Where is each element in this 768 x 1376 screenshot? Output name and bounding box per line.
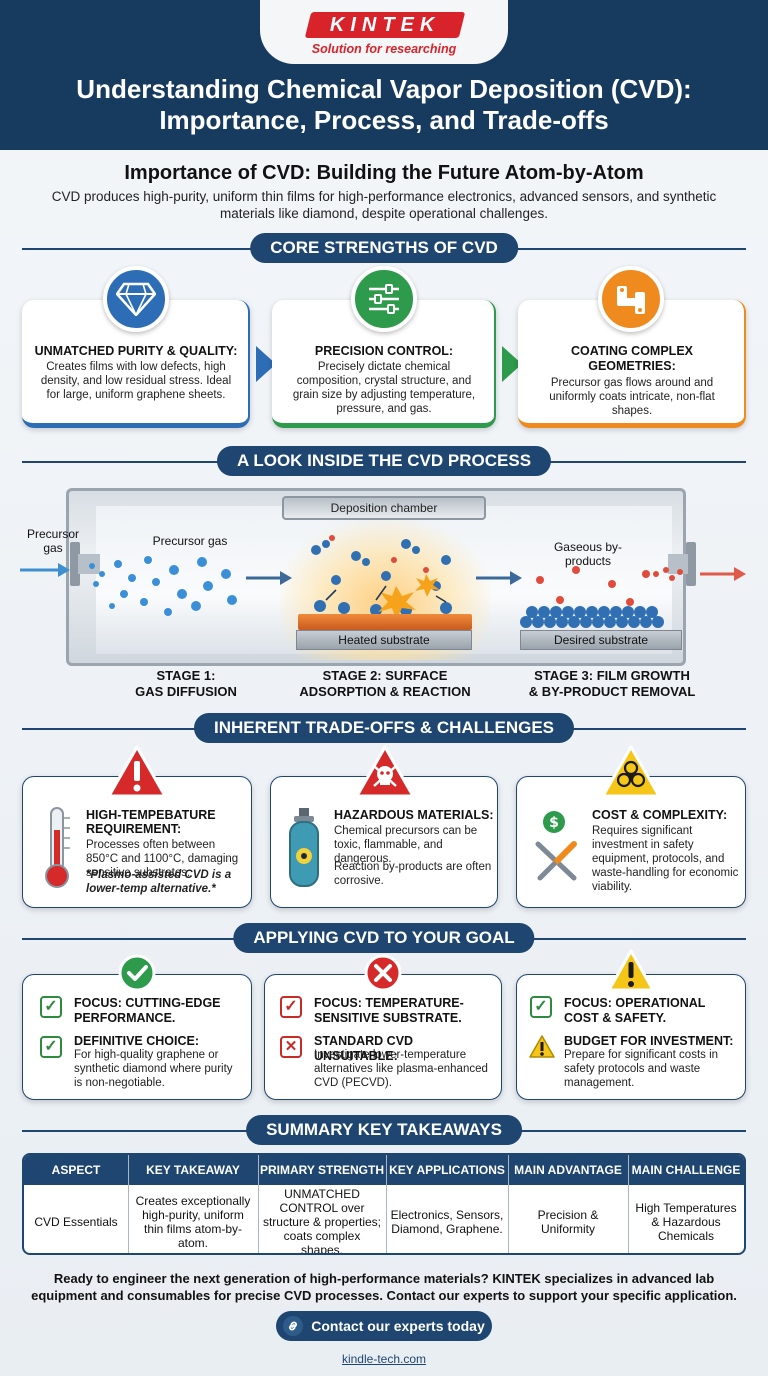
byproducts-label: Gaseous by-products	[553, 540, 623, 568]
heated-substrate: Heated substrate	[296, 630, 472, 650]
column-header: MAIN CHALLENGE	[631, 1163, 741, 1177]
thermometer-icon	[45, 807, 70, 888]
inlet-arrow	[20, 563, 70, 577]
check-circle-icon	[118, 954, 156, 992]
table-header	[24, 1155, 744, 1185]
strength-card-purity: UNMATCHED PURITY & QUALITY: Creates film…	[22, 300, 250, 428]
outlet-pipe	[668, 554, 688, 574]
check-icon: ✓	[280, 996, 302, 1018]
column-header: PRIMARY STRENGTH	[259, 1163, 384, 1177]
desired-substrate: Desired substrate	[520, 630, 682, 650]
flow-arrow	[502, 346, 522, 382]
link-icon	[283, 1316, 304, 1336]
intro-text: CVD produces high-purity, uniform thin f…	[51, 189, 717, 221]
diamond-icon	[103, 266, 169, 332]
x-icon: ✕	[280, 1036, 302, 1058]
strengths-heading: CORE STRENGTHS OF CVD	[250, 233, 518, 263]
chamber-label: Deposition chamber	[282, 496, 486, 520]
gas-cylinder-icon	[289, 808, 319, 887]
biohazard-icon	[601, 745, 661, 798]
skull-hazard-icon	[355, 745, 415, 798]
table-cell: UNMATCHED CONTROL over structure & prope…	[262, 1187, 382, 1255]
film-layer	[298, 614, 472, 630]
goal-card-temperature	[264, 974, 502, 1100]
table-cell: Creates exceptionally high-purity, unifo…	[135, 1194, 251, 1250]
inlet-flange	[70, 542, 80, 586]
exhaust-molecules	[653, 567, 683, 581]
inlet-pipe	[78, 554, 100, 574]
table-cell: Electronics, Sensors, Diamond, Graphene.	[390, 1208, 504, 1236]
logo-tab: KINTEK Solution for researching	[260, 0, 508, 64]
header: KINTEK Solution for researching Understa…	[0, 0, 768, 150]
pipe-fittings-icon	[598, 266, 664, 332]
warning-small-icon	[529, 1035, 555, 1058]
logo-text: KINTEK	[329, 13, 441, 36]
tools-icon: $	[535, 811, 577, 881]
x-circle-icon	[364, 954, 402, 992]
contact-button[interactable]: Contact our experts today	[276, 1311, 492, 1341]
flow-arrow	[256, 346, 276, 382]
svg-text:$: $	[549, 815, 559, 831]
sliders-icon	[351, 266, 417, 332]
website-link[interactable]: kindle-tech.com	[341, 1352, 427, 1366]
summary-heading: SUMMARY KEY TAKEAWAYS	[246, 1115, 522, 1145]
stage-3-label: STAGE 3: FILM GROWTH & BY-PRODUCT REMOVA…	[528, 668, 696, 699]
precursor-gas-outside: Precursor gas	[26, 527, 79, 555]
intro-title: Importance of CVD: Building the Future A…	[124, 162, 644, 184]
warning-icon	[107, 745, 167, 798]
table-cell: High Temperatures & Hazardous Chemicals	[635, 1201, 737, 1243]
tradeoffs-heading: INHERENT TRADE-OFFS & CHALLENGES	[194, 713, 574, 743]
goal-card-cost	[516, 974, 746, 1100]
table-cell: Precision & Uniformity	[537, 1208, 599, 1236]
goals-heading: APPLYING CVD TO YOUR GOAL	[233, 923, 535, 953]
column-header: MAIN ADVANTAGE	[514, 1163, 622, 1177]
stage-1-label: STAGE 1: GAS DIFFUSION	[135, 668, 237, 699]
column-header: KEY TAKEAWAY	[146, 1163, 240, 1177]
reaction-molecules	[311, 535, 452, 620]
flow-arrow	[246, 571, 292, 585]
summary-table: ASPECT KEY TAKEAWAY PRIMARY STRENGTH KEY…	[22, 1153, 746, 1255]
contact-button-label: Contact our experts today	[311, 1318, 485, 1334]
precursor-gas-inside: Precursor gas	[152, 534, 228, 548]
table-cell: CVD Essentials	[34, 1215, 118, 1229]
kintek-logo[interactable]: KINTEK	[304, 12, 466, 38]
page-title: Understanding Chemical Vapor Deposition …	[76, 74, 692, 135]
film-growth	[520, 566, 664, 628]
process-heading: A LOOK INSIDE THE CVD PROCESS	[216, 446, 552, 476]
check-icon: ✓	[40, 1036, 62, 1058]
caution-icon	[607, 949, 655, 992]
check-icon: ✓	[40, 996, 62, 1018]
tagline: Solution for researching	[311, 42, 457, 56]
outlet-flange	[686, 542, 696, 586]
check-icon: ✓	[530, 996, 552, 1018]
precursor-molecules	[89, 556, 237, 616]
outlet-arrow	[700, 567, 746, 581]
column-header: KEY APPLICATIONS	[389, 1163, 505, 1177]
tradeoff-card-cost	[516, 776, 746, 908]
stage-2-label: STAGE 2: SURFACE ADSORPTION & REACTION	[299, 668, 471, 699]
flow-arrow	[476, 571, 522, 585]
column-header: ASPECT	[51, 1163, 101, 1177]
footer-text: Ready to engineer the next generation of…	[31, 1271, 737, 1303]
